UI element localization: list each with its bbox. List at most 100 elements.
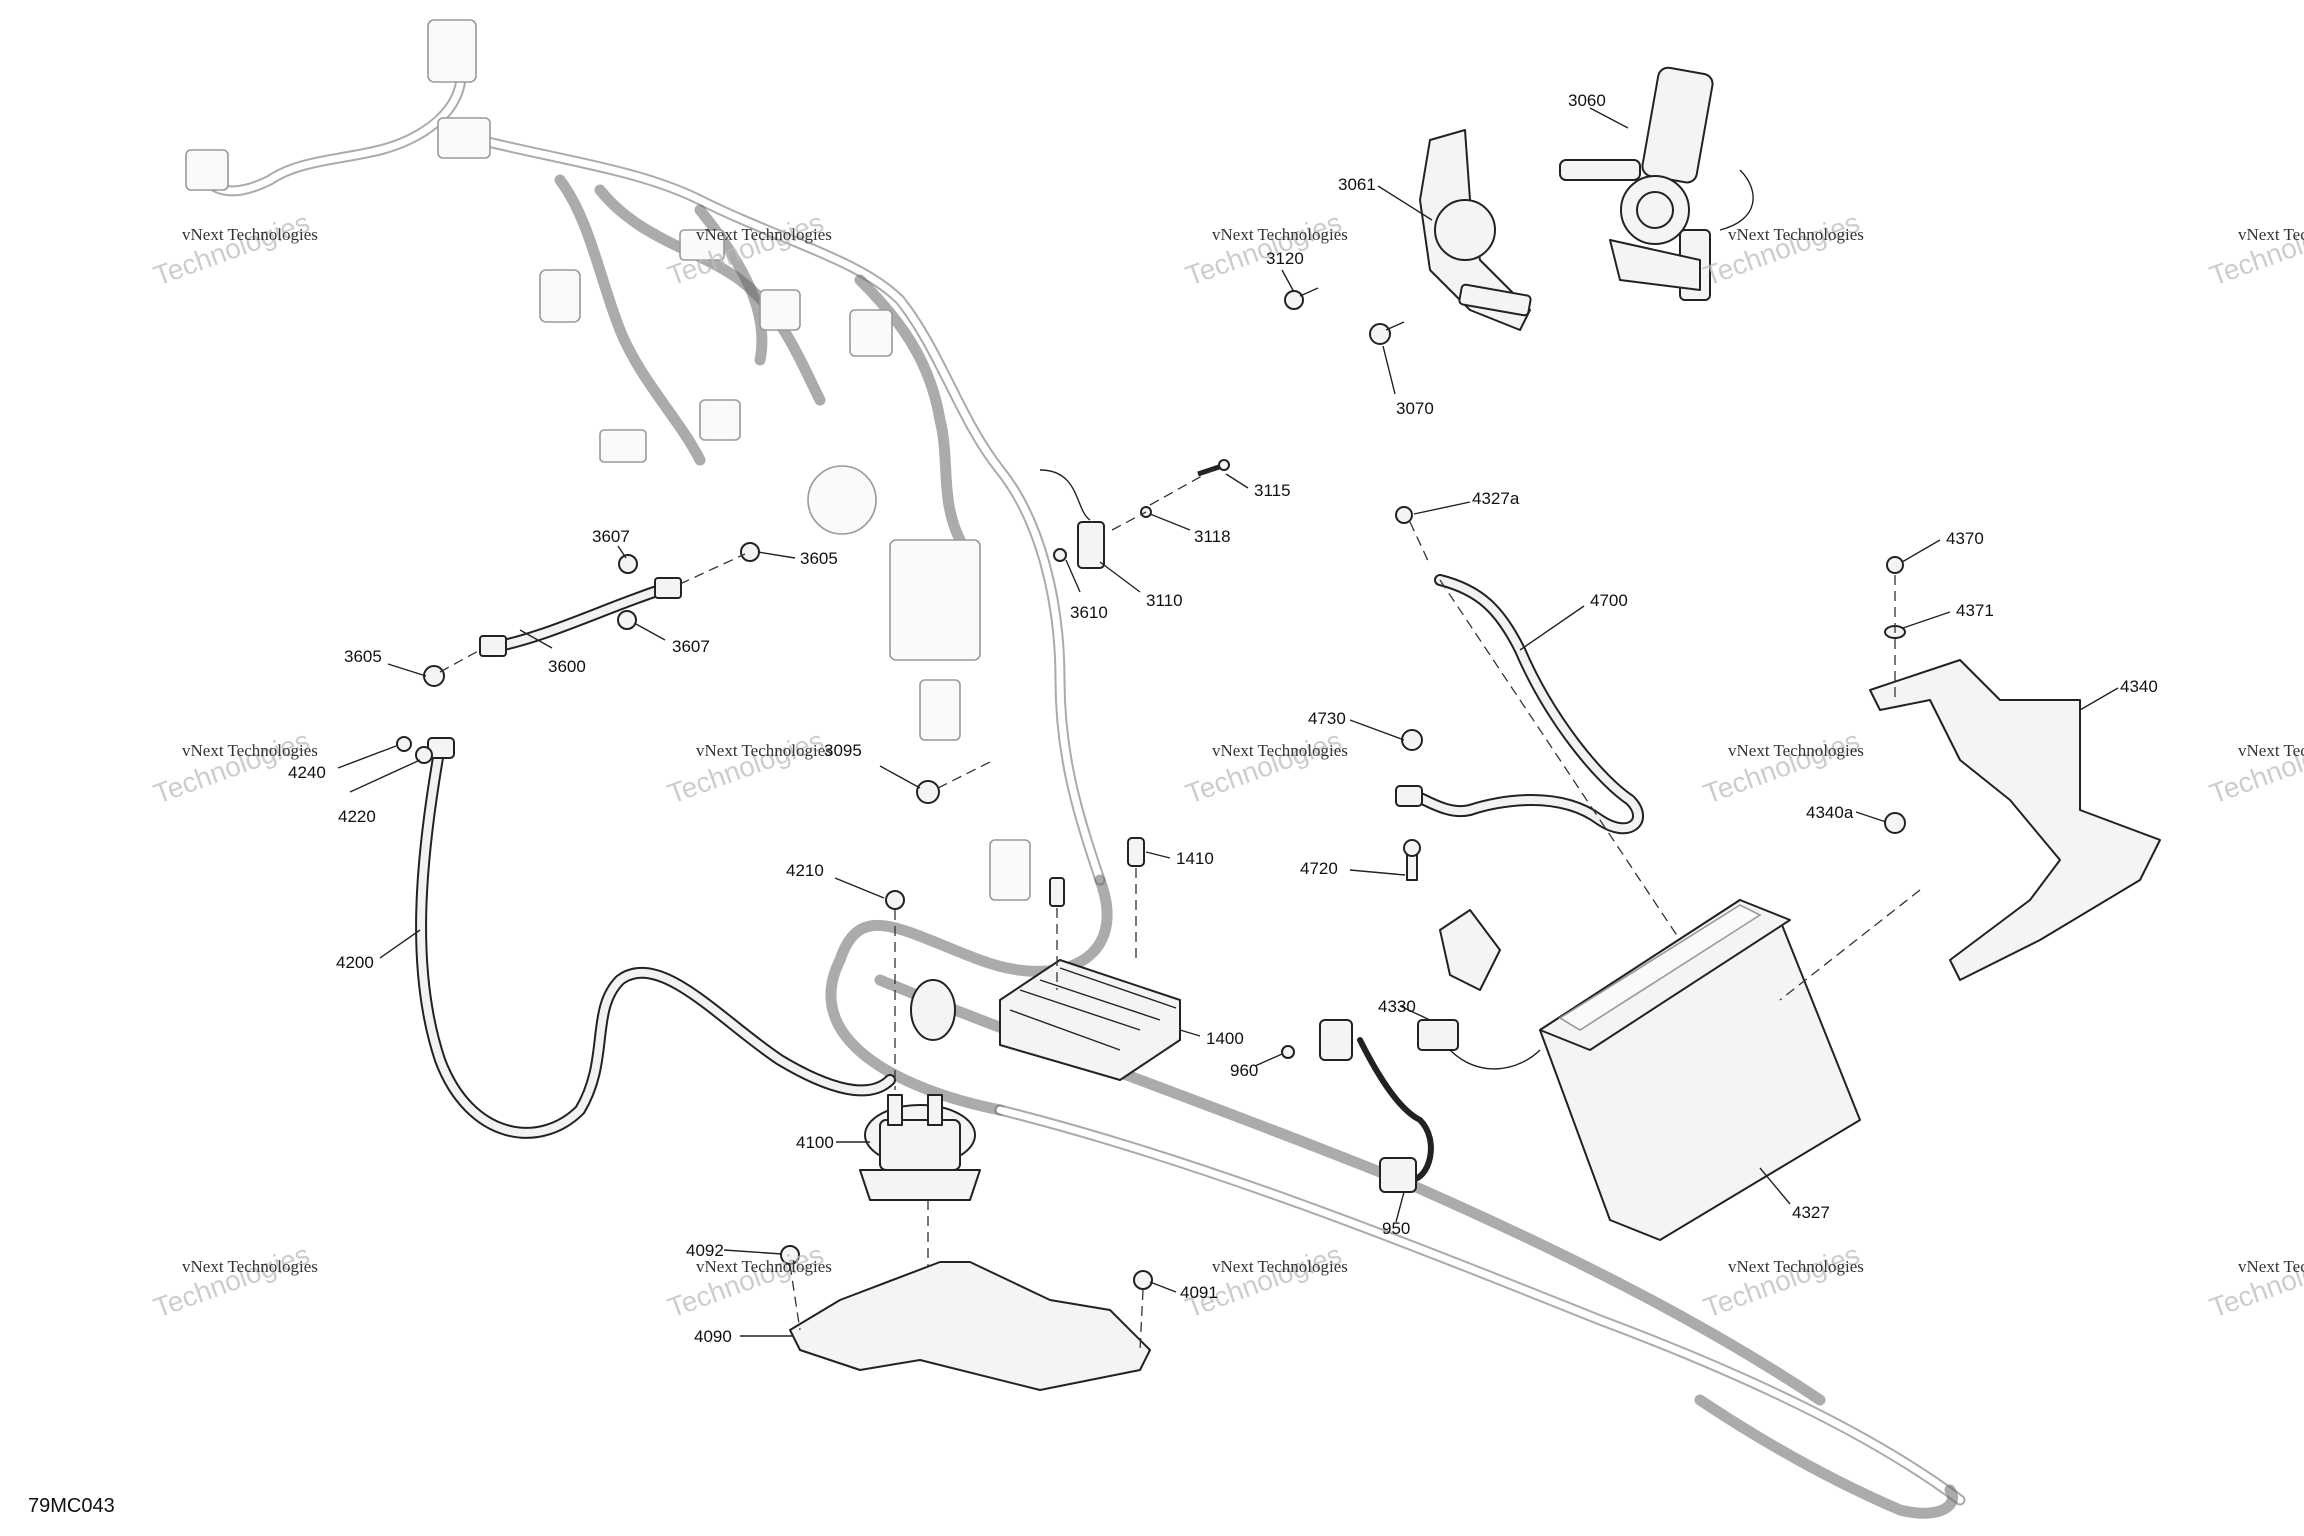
wire-lead-950 — [1281, 1019, 1434, 1193]
callout-4700: 4700 — [1590, 591, 1628, 610]
figure-code: 79MC043 — [28, 1495, 115, 1517]
harness-connector-icon — [919, 679, 961, 741]
nut-4240-icon — [396, 736, 412, 752]
watermark: vNext Technologies — [696, 741, 832, 760]
harness-connector-left-icon — [185, 149, 229, 191]
nut-4210-icon — [885, 890, 905, 910]
watermark: vNext Technologies — [696, 225, 832, 244]
bolt-4370-icon — [1886, 556, 1904, 574]
nut-4730-icon — [1401, 729, 1423, 751]
clip-4091-icon — [1133, 1270, 1153, 1290]
watermark-faint: Technologies — [1181, 1239, 1345, 1324]
watermark: vNext Technologies — [1212, 225, 1348, 244]
screw-1410-icon — [1127, 837, 1145, 867]
callout-4371: 4371 — [1956, 601, 1994, 620]
callout-3060: 3060 — [1568, 91, 1606, 110]
callout-3605-right: 3605 — [800, 549, 838, 568]
harness-connector-icon — [599, 429, 647, 463]
callout-4370: 4370 — [1946, 529, 1984, 548]
screw-4327a-icon — [1395, 506, 1413, 524]
callout-1410: 1410 — [1176, 849, 1214, 868]
nut-3607-bottom-icon — [617, 610, 637, 630]
harness-connector-icon — [679, 229, 725, 261]
callout-4091: 4091 — [1180, 1283, 1218, 1302]
watermark: vNext Technologies — [2238, 741, 2304, 760]
watermark-faint: Technologies — [1699, 725, 1863, 810]
washer-4240-icon — [415, 746, 433, 764]
callout-4330: 4330 — [1378, 997, 1416, 1016]
bolt-3095-icon — [916, 780, 940, 804]
callout-4090: 4090 — [694, 1327, 732, 1346]
callout-4220: 4220 — [338, 807, 376, 826]
callout-4092: 4092 — [686, 1241, 724, 1260]
watermark-faint: Technologies — [2205, 207, 2304, 292]
callout-3605-left: 3605 — [344, 647, 382, 666]
watermark-faint: Technologies — [2205, 1239, 2304, 1324]
callout-3110: 3110 — [1146, 591, 1183, 610]
callout-3607-top: 3607 — [592, 527, 630, 546]
voltage-regulator-1400 — [999, 959, 1181, 1081]
callout-4210: 4210 — [786, 861, 824, 880]
callout-3607-bottom: 3607 — [672, 637, 710, 656]
watermark: vNext Technologies — [1728, 1257, 1864, 1276]
watermark-faint: Technologies — [1699, 1239, 1863, 1324]
harness-connector-icon — [989, 839, 1031, 901]
callout-3061: 3061 — [1338, 175, 1376, 194]
hold-down-bracket-4340 — [1779, 556, 2161, 1001]
harness-connector-icon — [539, 269, 581, 323]
sensor-3110-icon — [1039, 469, 1105, 569]
watermark: vNext Technologies — [1212, 741, 1348, 760]
watermark-faint: Technologies — [2205, 725, 2304, 810]
callout-4327: 4327 — [1792, 1203, 1830, 1222]
harness-connector-icon — [759, 289, 801, 331]
callout-4720: 4720 — [1300, 859, 1338, 878]
bolt-3605-left-icon — [423, 665, 445, 687]
nut-4340a-icon — [1884, 812, 1906, 834]
callout-950: 950 — [1382, 1219, 1410, 1238]
mounting-bracket-3061 — [1419, 129, 1532, 331]
bolt-3070-icon — [1369, 321, 1405, 345]
harness-relay-icon — [807, 465, 877, 535]
harness-connector-main-icon — [427, 19, 477, 83]
watermark: vNext Technologies — [1728, 741, 1864, 760]
actuator-motor-3060 — [1559, 66, 1754, 301]
bolt-3120-icon — [1284, 287, 1319, 310]
callout-3118: 3118 — [1194, 527, 1231, 546]
callout-3115: 3115 — [1254, 481, 1291, 500]
callout-3600: 3600 — [548, 657, 586, 676]
callout-4730: 4730 — [1308, 709, 1346, 728]
clip-4092-icon — [780, 1245, 800, 1265]
watermark-faint: Technologies — [1181, 207, 1345, 292]
callout-3610: 3610 — [1070, 603, 1108, 622]
watermark: vNext Technologies — [182, 741, 318, 760]
nut-3607-top-icon — [618, 554, 638, 574]
harness-connector-icon — [437, 117, 491, 159]
watermark: vNext Technologies — [182, 225, 318, 244]
callout-labels: 3060 3061 3120 3070 3115 3118 3610 3110 … — [288, 91, 2158, 1346]
callout-4327a: 4327a — [1472, 489, 1520, 508]
terminal-cover-icon — [910, 979, 956, 1041]
watermark: vNext Technologies — [2238, 1257, 2304, 1276]
watermark: vNext Technologies — [182, 1257, 318, 1276]
harness-connector-icon — [849, 309, 893, 357]
watermark-faint: Technologies — [663, 725, 827, 810]
starter-solenoid-4100 — [859, 1094, 981, 1201]
watermark: vNext Technologies — [1212, 1257, 1348, 1276]
bolt-3605-right-icon — [740, 542, 760, 562]
watermark-faint: Technologies — [1699, 207, 1863, 292]
watermark-faint: Technologies — [1181, 725, 1345, 810]
callout-4340a: 4340a — [1806, 803, 1854, 822]
callout-4200: 4200 — [336, 953, 374, 972]
harness-connector-icon — [699, 399, 741, 441]
callout-3120: 3120 — [1266, 249, 1304, 268]
callout-4340: 4340 — [2120, 677, 2158, 696]
callout-4100: 4100 — [796, 1133, 834, 1152]
callout-1400: 1400 — [1206, 1029, 1244, 1048]
leader-lines — [337, 107, 2119, 1337]
watermark-faint: Technologies — [149, 1239, 313, 1324]
bolt-4720-head-icon — [1403, 839, 1421, 857]
fuse-box-icon — [889, 539, 981, 661]
battery-cable-4200 — [396, 736, 896, 1139]
callout-3070: 3070 — [1396, 399, 1434, 418]
